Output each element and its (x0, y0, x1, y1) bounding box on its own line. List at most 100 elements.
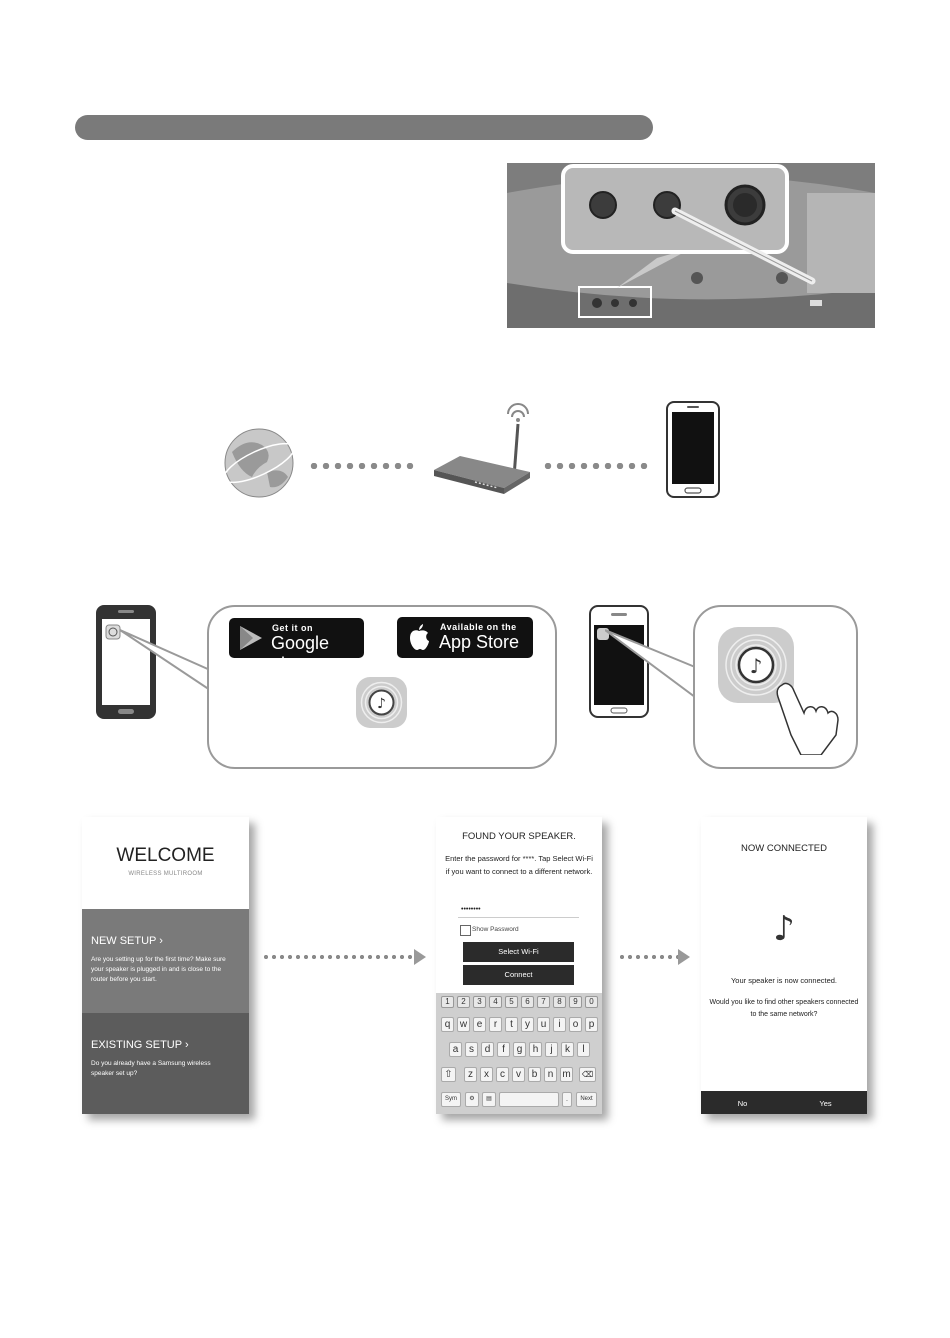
chevron-right-icon: › (184, 1039, 189, 1051)
google-play-big-text: Google play (271, 633, 330, 674)
app-store-big-text: App Store (439, 632, 520, 652)
new-setup-heading: NEW SETUP › (91, 935, 163, 947)
speaker-back-panel-photo (507, 163, 875, 328)
key-3[interactable]: 3 (473, 996, 486, 1008)
sym-key[interactable]: Sym (441, 1092, 461, 1107)
connect-button[interactable]: Connect (463, 965, 574, 985)
next-key[interactable]: Next (576, 1092, 597, 1107)
found-title: FOUND YOUR SPEAKER. (462, 831, 576, 842)
globe-icon (222, 427, 296, 499)
music-note-icon: ♪ (773, 909, 795, 949)
existing-setup-text: Do you already have a Samsung wireless s… (91, 1060, 211, 1077)
arrow-right-icon (414, 949, 426, 965)
google-play-icon (240, 626, 262, 650)
svg-text:♪: ♪ (377, 696, 386, 712)
key-1[interactable]: 1 (441, 996, 454, 1008)
chevron-right-icon: › (159, 935, 163, 947)
key-u[interactable]: u (537, 1017, 550, 1032)
welcome-title: WELCOME (116, 845, 215, 866)
key-y[interactable]: y (521, 1017, 534, 1032)
section-header-bar (75, 115, 653, 140)
welcome-screen: WELCOME WIRELESS MULTIROOM NEW SETUP › A… (82, 817, 249, 1114)
connected-message: Your speaker is now connected. (730, 976, 838, 985)
yes-button[interactable]: Yes (819, 1099, 832, 1108)
arrow-right-icon (678, 949, 690, 965)
phone-with-app-icon (96, 605, 156, 719)
key-f[interactable]: f (497, 1042, 510, 1057)
dotted-arrow-2 (618, 955, 680, 959)
key-d[interactable]: d (481, 1042, 494, 1057)
shift-key[interactable]: ⇧ (441, 1067, 456, 1082)
show-password-label: Show Password (472, 926, 519, 933)
select-wifi-button[interactable]: Select Wi-Fi (463, 942, 574, 962)
key-5[interactable]: 5 (505, 996, 518, 1008)
smartphone-icon (666, 401, 720, 498)
key-b[interactable]: b (528, 1067, 541, 1082)
found-instructions: Enter the password for ****. Tap Select … (445, 854, 593, 876)
key-h[interactable]: h (529, 1042, 542, 1057)
existing-setup-heading: EXISTING SETUP › (91, 1039, 189, 1051)
dotted-connector-right (542, 463, 652, 469)
app-store-small-text: Available on the (440, 622, 517, 632)
key-0[interactable]: 0 (585, 996, 598, 1008)
router-icon (430, 402, 535, 498)
new-setup-text: Are you setting up for the first time? M… (91, 956, 226, 983)
now-connected-screen: NOW CONNECTED ♪ Your speaker is now conn… (701, 817, 867, 1114)
apple-icon (410, 624, 429, 650)
key-6[interactable]: 6 (521, 996, 534, 1008)
multiroom-app-icon: ♪ (354, 675, 409, 730)
key-2[interactable]: 2 (457, 996, 470, 1008)
google-play-badge[interactable]: Get it on Google play (229, 618, 364, 674)
key-g[interactable]: g (513, 1042, 526, 1057)
key-9[interactable]: 9 (569, 996, 582, 1008)
callout-pointer-left (120, 629, 211, 692)
key-m[interactable]: m (560, 1067, 573, 1082)
key-i[interactable]: i (553, 1017, 566, 1032)
space-key[interactable] (499, 1092, 559, 1107)
app-store-badge[interactable]: Available on the App Store (397, 617, 533, 658)
phone-tap-app-icon (589, 605, 649, 718)
key-e[interactable]: e (473, 1017, 486, 1032)
period-key[interactable]: . (562, 1092, 572, 1107)
welcome-subtitle: WIRELESS MULTIROOM (128, 871, 203, 877)
key-k[interactable]: k (561, 1042, 574, 1057)
key-x[interactable]: x (480, 1067, 493, 1082)
key-7[interactable]: 7 (537, 996, 550, 1008)
key-p[interactable]: p (585, 1017, 598, 1032)
key-4[interactable]: 4 (489, 996, 502, 1008)
password-field[interactable]: •••••••• (458, 902, 579, 918)
new-setup-button[interactable]: NEW SETUP › Are you setting up for the f… (82, 909, 249, 1013)
tap-app-icon: ♪ (716, 625, 841, 756)
found-speaker-screen: FOUND YOUR SPEAKER. Enter the password f… (436, 817, 602, 1114)
key-r[interactable]: r (489, 1017, 502, 1032)
callout-pointer-right (605, 629, 696, 699)
no-button[interactable]: No (737, 1099, 748, 1108)
key-q[interactable]: q (441, 1017, 454, 1032)
key-o[interactable]: o (569, 1017, 582, 1032)
connected-title: NOW CONNECTED (740, 843, 828, 854)
key-t[interactable]: t (505, 1017, 518, 1032)
clipboard-key[interactable]: ▤ (482, 1092, 496, 1107)
connected-button-bar: No Yes (701, 1091, 867, 1114)
speaker-panel-illustration (507, 163, 875, 328)
settings-key[interactable]: ⚙ (465, 1092, 479, 1107)
key-s[interactable]: s (465, 1042, 478, 1057)
key-w[interactable]: w (457, 1017, 470, 1032)
key-c[interactable]: c (496, 1067, 509, 1082)
key-j[interactable]: j (545, 1042, 558, 1057)
existing-setup-button[interactable]: EXISTING SETUP › Do you already have a S… (82, 1013, 249, 1114)
backspace-key[interactable]: ⌫ (579, 1067, 596, 1082)
dotted-arrow-1 (262, 955, 414, 959)
dotted-connector-left (308, 463, 418, 469)
svg-text:♪: ♪ (750, 654, 763, 678)
key-l[interactable]: l (577, 1042, 590, 1057)
key-z[interactable]: z (464, 1067, 477, 1082)
connected-question: Would you like to find other speakers co… (709, 999, 859, 1018)
key-8[interactable]: 8 (553, 996, 566, 1008)
key-v[interactable]: v (512, 1067, 525, 1082)
key-n[interactable]: n (544, 1067, 557, 1082)
google-play-small-text: Get it on (272, 623, 313, 633)
show-password-checkbox[interactable] (460, 925, 471, 936)
key-a[interactable]: a (449, 1042, 462, 1057)
